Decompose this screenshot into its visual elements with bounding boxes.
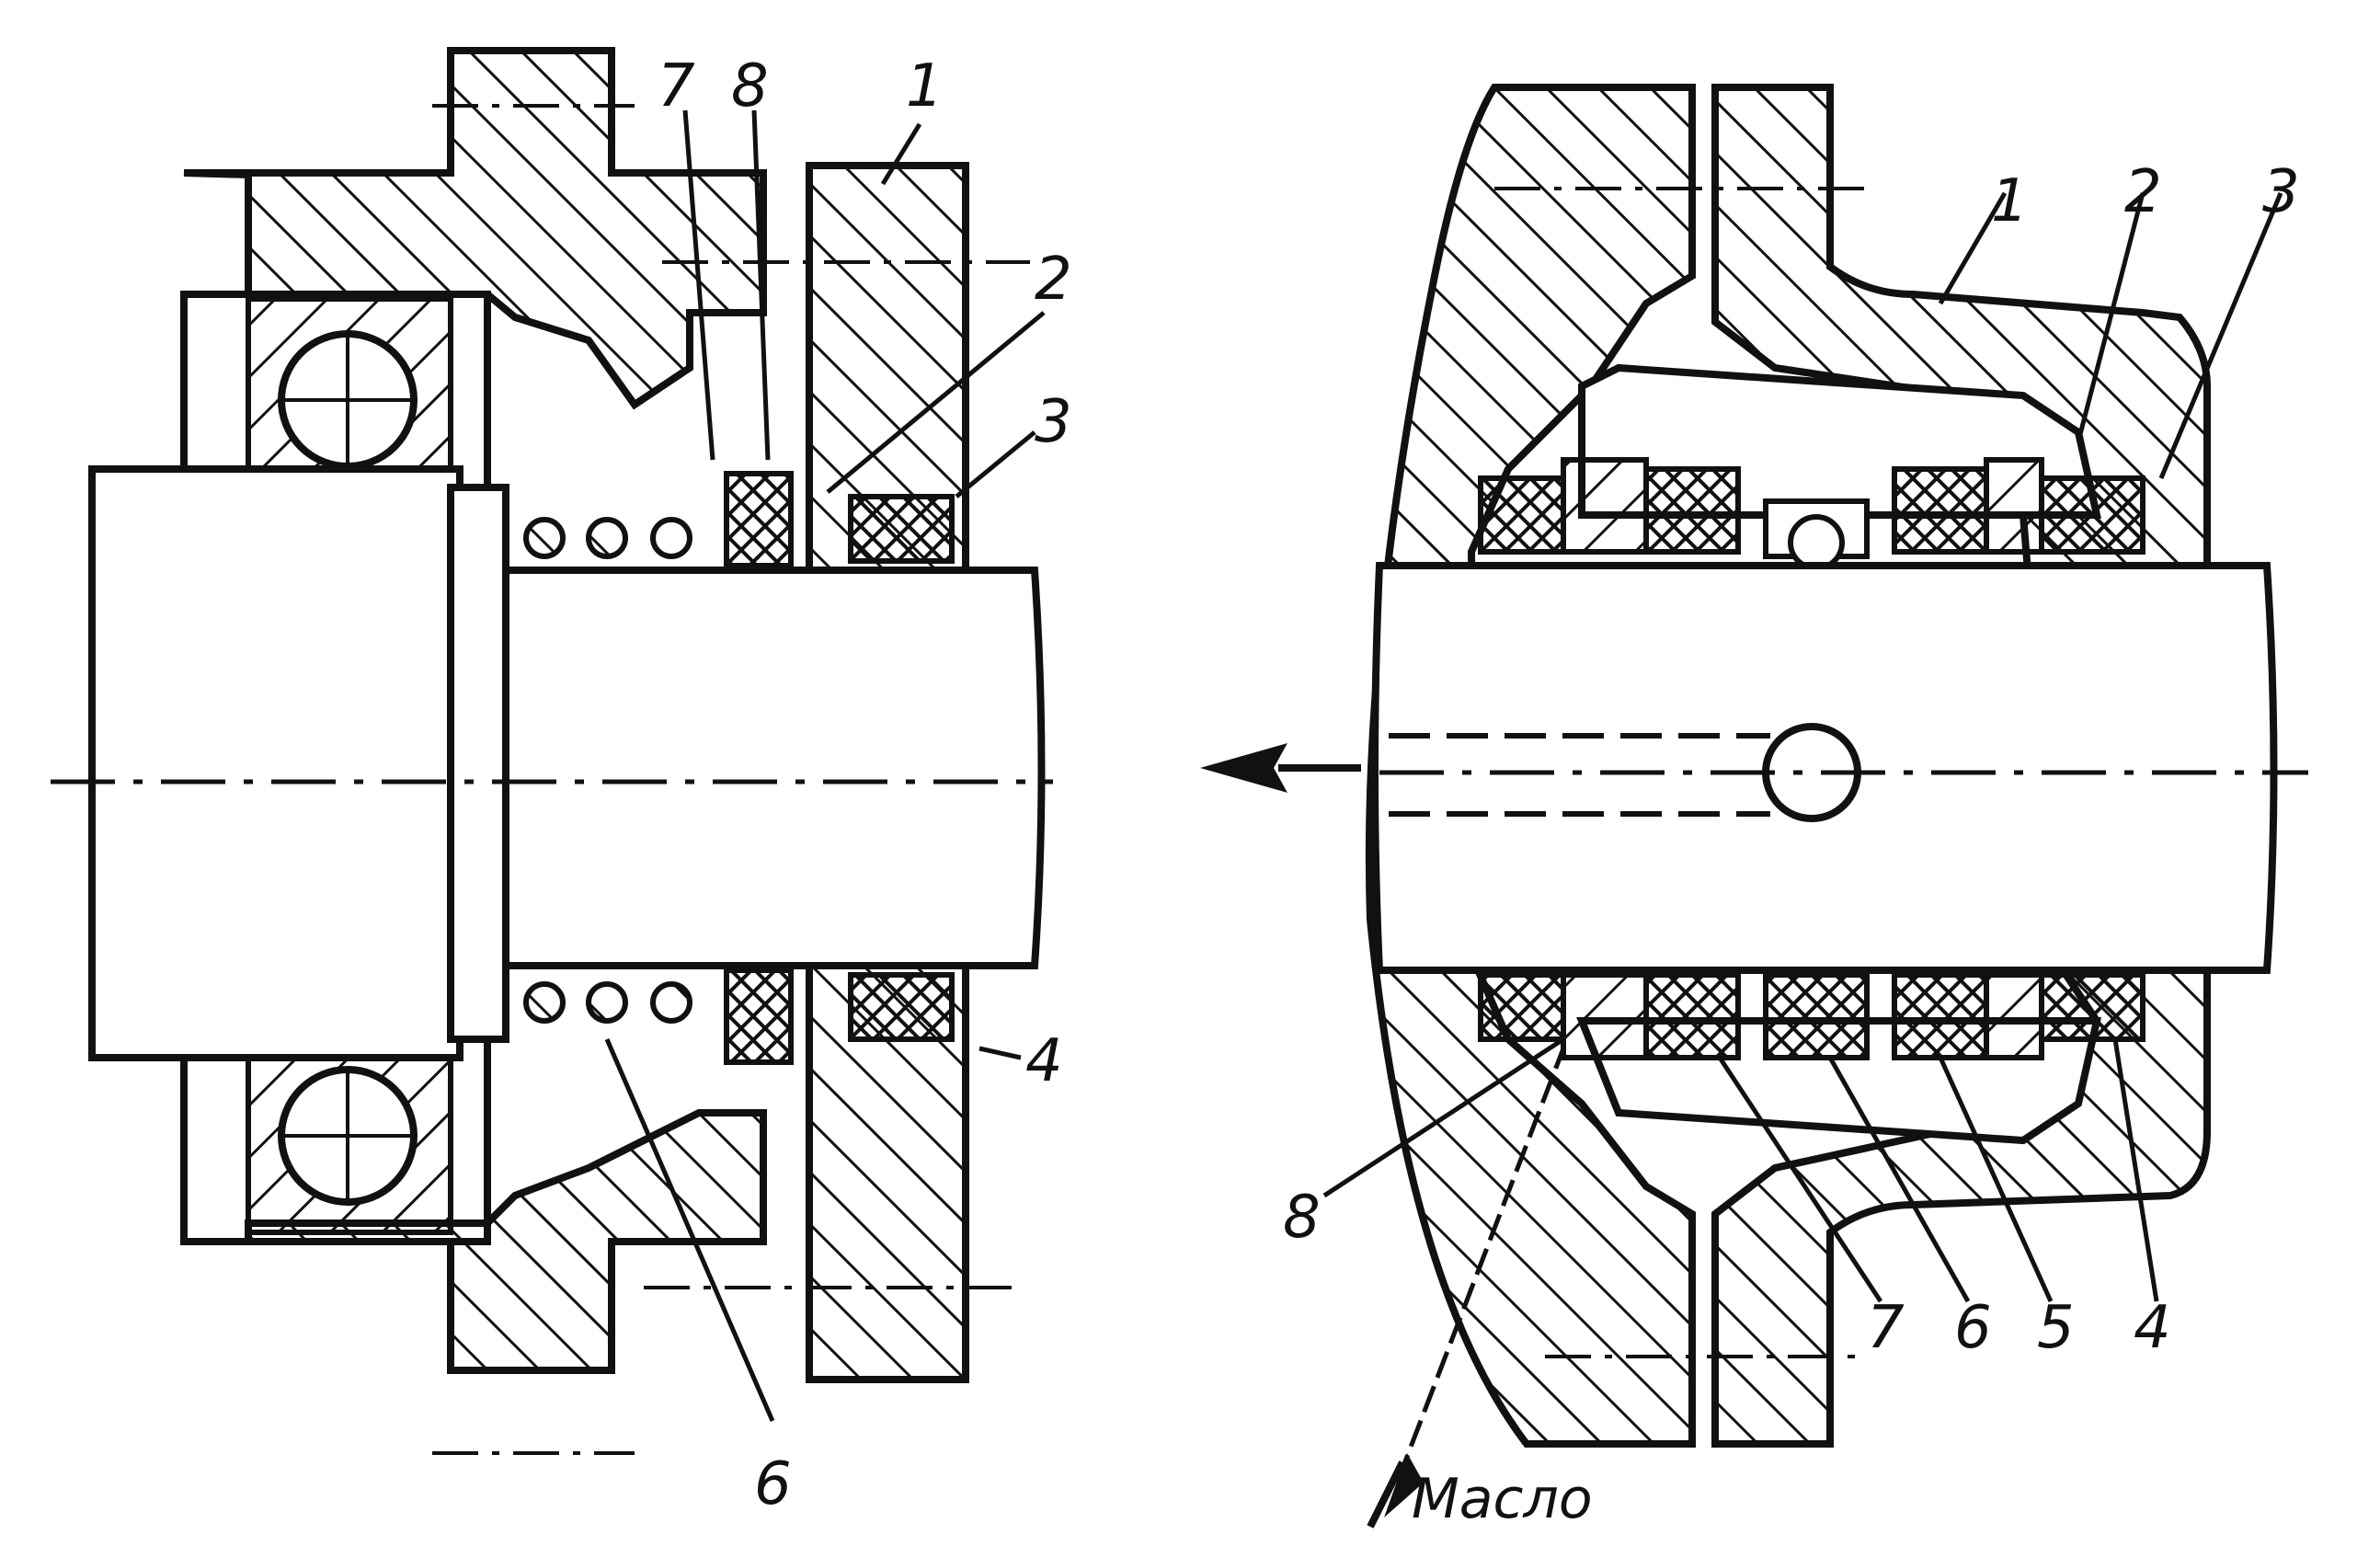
right-housing-outer: [1365, 84, 1696, 1448]
left-label-4: 4: [1025, 1027, 1063, 1095]
left-view: 7 8 1 2 3 4 6: [51, 47, 1072, 1518]
left-label-8: 8: [731, 52, 769, 120]
left-label-6: 6: [754, 1450, 792, 1518]
right-label-8: 8: [1283, 1184, 1321, 1252]
right-label-7: 7: [1867, 1294, 1905, 1362]
right-label-6: 6: [1954, 1294, 1992, 1362]
seal-ring-bottom-a: [724, 968, 794, 1065]
seal-ring-bottom-b: [848, 972, 955, 1042]
flow-arrow: [1200, 743, 1361, 793]
right-label-2: 2: [2124, 158, 2162, 226]
left-shaft-hub: [88, 465, 463, 1061]
seal-ring-top-a: [724, 471, 794, 568]
left-shaft-collar: [447, 484, 509, 1043]
right-label-4: 4: [2134, 1294, 2171, 1362]
right-label-3: 3: [2262, 158, 2300, 226]
spring-top: [523, 517, 692, 559]
left-label-7: 7: [658, 52, 695, 120]
right-label-5: 5: [2037, 1294, 2075, 1362]
right-label-1: 1: [1991, 167, 2029, 235]
left-shaft: [502, 567, 1046, 969]
left-label-1: 1: [906, 52, 944, 120]
seal-ring-top-b: [848, 494, 955, 564]
left-label-2: 2: [1035, 246, 1072, 314]
oil-label: Масло: [1412, 1467, 1593, 1531]
left-label-3: 3: [1035, 388, 1072, 456]
spring-bottom: [523, 981, 692, 1024]
right-view: 1 2 3 8 7 6 5 4 Масло: [1283, 84, 2308, 1531]
